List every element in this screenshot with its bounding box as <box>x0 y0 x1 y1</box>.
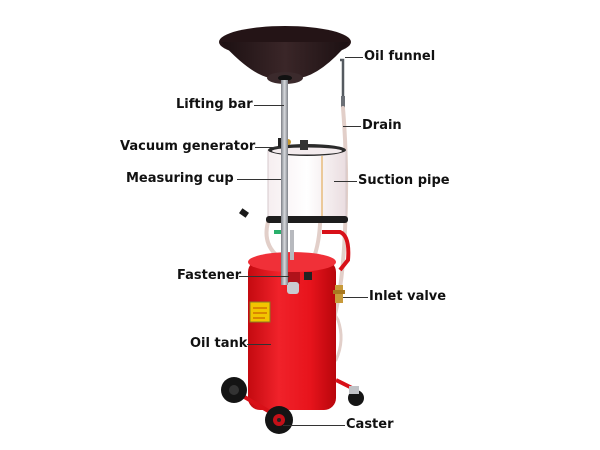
label-oil-funnel: Oil funnel <box>364 49 436 64</box>
label-drain: Drain <box>362 118 402 133</box>
label-oil-tank: Oil tank <box>190 336 248 351</box>
leader-vacuum-generator <box>255 147 280 148</box>
casters <box>221 377 364 434</box>
leader-inlet-valve <box>343 297 368 298</box>
lifting-bar-part <box>281 80 288 285</box>
leader-lifting-bar <box>254 105 284 106</box>
label-fastener: Fastener <box>177 268 242 283</box>
label-lifting-bar: Lifting bar <box>176 97 253 112</box>
leader-drain <box>343 126 361 127</box>
inlet-valve-part <box>333 285 345 303</box>
label-inlet-valve: Inlet valve <box>369 289 447 304</box>
label-caster: Caster <box>346 417 394 432</box>
leader-oil-tank <box>247 344 271 345</box>
label-vacuum-generator: Vacuum generator <box>120 139 256 154</box>
leader-measuring-cup <box>237 179 281 180</box>
leader-caster <box>283 425 345 426</box>
label-suction-pipe: Suction pipe <box>358 173 450 188</box>
leader-suction-pipe <box>334 181 357 182</box>
label-measuring-cup: Measuring cup <box>126 171 234 186</box>
oil-funnel-part <box>219 26 351 108</box>
leader-fastener <box>239 276 289 277</box>
leader-oil-funnel <box>345 57 363 58</box>
oil-tank-part <box>248 252 336 410</box>
